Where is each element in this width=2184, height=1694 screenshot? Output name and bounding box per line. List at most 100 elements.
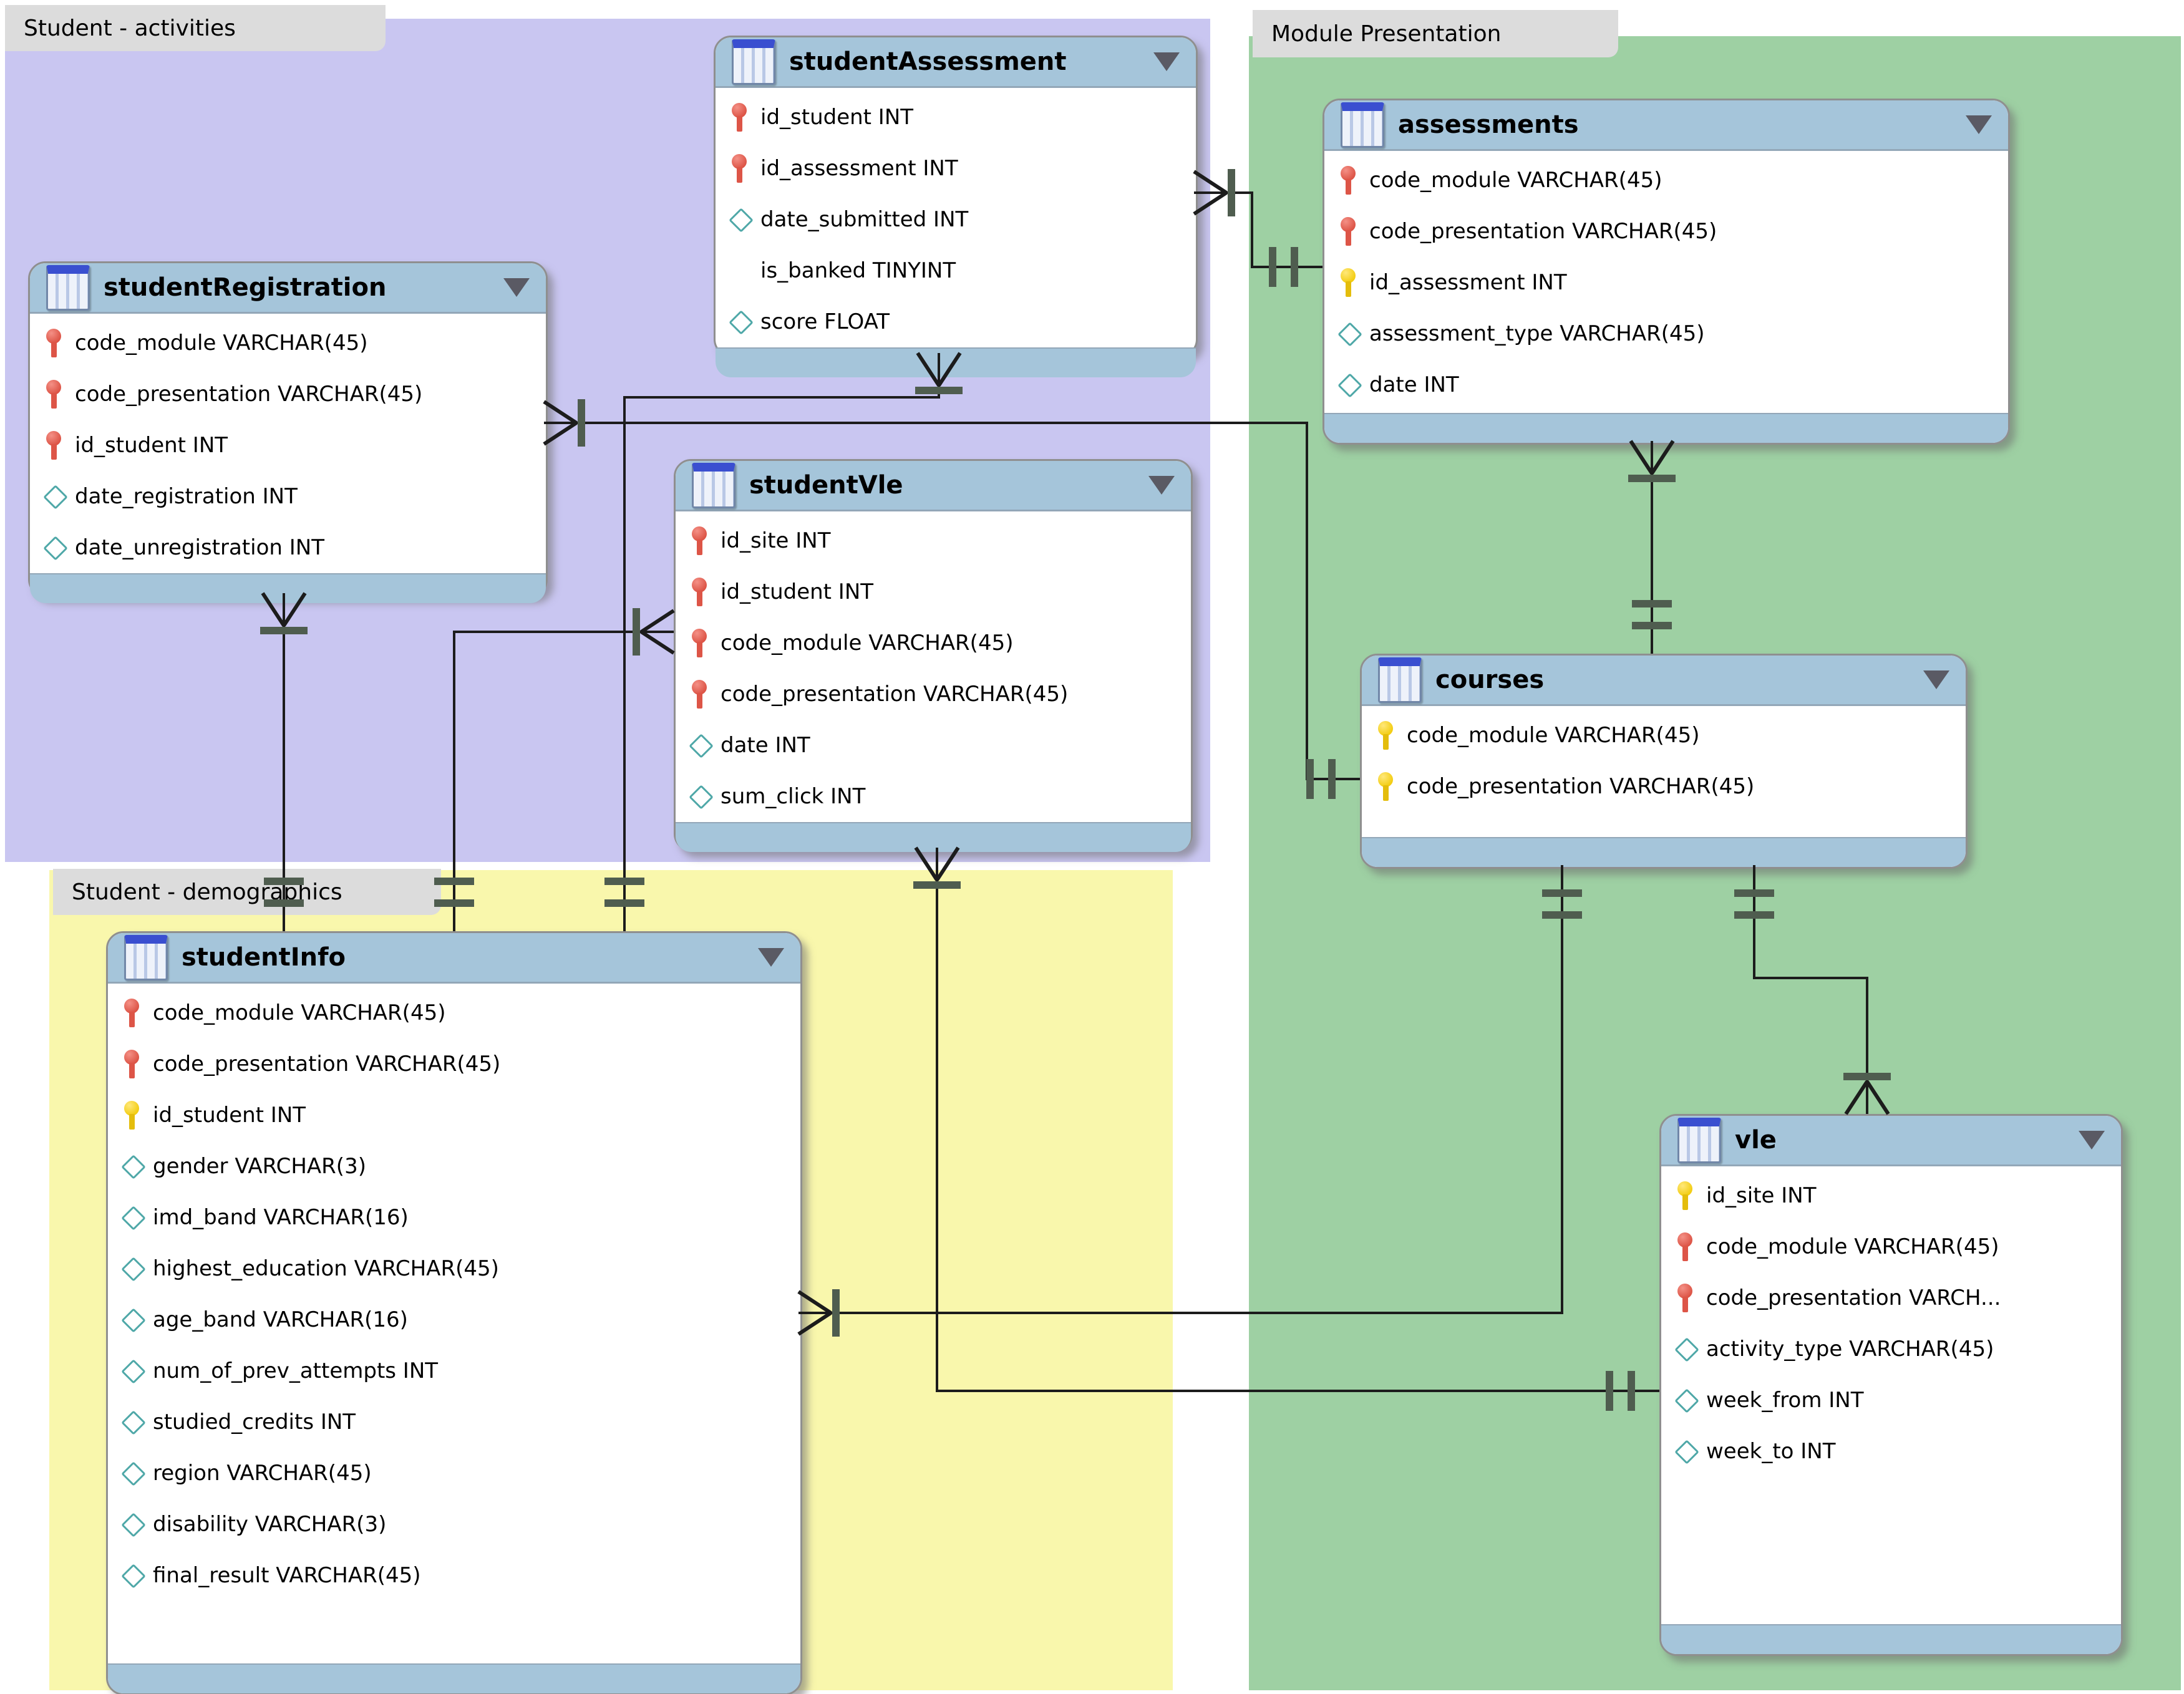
column-row[interactable]: age_band VARCHAR(16) [108, 1294, 800, 1345]
column-row[interactable]: activity_type VARCHAR(45) [1661, 1324, 2121, 1375]
column-row[interactable]: date INT [676, 720, 1191, 771]
table-studentRegistration[interactable]: studentRegistration code_module VARCHAR(4… [28, 261, 548, 603]
column-label: assessment_type VARCHAR(45) [1369, 321, 1705, 346]
column-row[interactable]: code_presentation VARCHAR(45) [1362, 761, 1966, 812]
layer-tab[interactable]: Student - demographics [53, 869, 441, 915]
diamond-icon [1675, 1435, 1696, 1468]
table-studentAssessment[interactable]: studentAssessment id_student INT id_assess… [714, 36, 1198, 377]
column-label: code_presentation VARCHAR(45) [1407, 774, 1755, 799]
collapse-arrow-icon[interactable] [758, 948, 784, 967]
column-row[interactable]: date_unregistration INT [30, 522, 546, 573]
key-red-icon [44, 327, 65, 359]
table-studentInfo[interactable]: studentInfo code_module VARCHAR(45)code_p… [106, 931, 802, 1694]
column-label: imd_band VARCHAR(16) [153, 1205, 409, 1230]
table-header[interactable]: studentInfo [108, 933, 800, 984]
layer-label: Student - demographics [72, 879, 342, 905]
column-label: code_module VARCHAR(45) [1369, 168, 1662, 193]
diamond-filled-icon [729, 254, 750, 287]
collapse-arrow-icon[interactable] [503, 278, 530, 297]
column-row[interactable]: id_student INT [30, 420, 546, 471]
collapse-arrow-icon[interactable] [1148, 476, 1175, 495]
column-row[interactable]: code_module VARCHAR(45) [1324, 155, 2008, 206]
column-row[interactable]: code_presentation VARCHAR(45) [676, 669, 1191, 720]
column-label: week_to INT [1706, 1439, 1836, 1464]
column-label: code_presentation VARCHAR(45) [1369, 219, 1717, 244]
column-row[interactable]: id_student INT [716, 92, 1196, 143]
column-label: id_student INT [760, 105, 914, 130]
column-row[interactable]: code_module VARCHAR(45) [1362, 710, 1966, 761]
table-title: studentInfo [182, 943, 346, 972]
column-row[interactable]: code_module VARCHAR(45) [1661, 1221, 2121, 1272]
column-row[interactable]: id_student INT [108, 1090, 800, 1141]
table-header[interactable]: courses [1362, 656, 1966, 706]
column-row[interactable]: week_from INT [1661, 1375, 2121, 1426]
column-row[interactable]: region VARCHAR(45) [108, 1448, 800, 1499]
table-header[interactable]: vle [1661, 1116, 2121, 1166]
column-label: num_of_prev_attempts INT [153, 1358, 439, 1383]
column-row[interactable]: code_presentation VARCHAR(45) [30, 369, 546, 420]
diamond-icon [122, 1150, 143, 1183]
column-row[interactable]: code_presentation VARCHAR(45) [108, 1038, 800, 1090]
column-label: id_student INT [75, 433, 228, 458]
column-row[interactable]: sum_click INT [676, 771, 1191, 822]
column-row[interactable]: highest_education VARCHAR(45) [108, 1243, 800, 1294]
column-row[interactable]: disability VARCHAR(3) [108, 1499, 800, 1550]
key-red-icon [122, 997, 143, 1029]
table-header[interactable]: studentAssessment [716, 37, 1196, 88]
column-row[interactable]: num_of_prev_attempts INT [108, 1345, 800, 1396]
column-row[interactable]: final_result VARCHAR(45) [108, 1550, 800, 1601]
column-label: score FLOAT [760, 309, 890, 334]
column-row[interactable]: week_to INT [1661, 1426, 2121, 1477]
layer-label: Student - activities [24, 15, 236, 41]
column-row[interactable]: id_assessment INT [1324, 257, 2008, 308]
column-row[interactable]: code_module VARCHAR(45) [108, 987, 800, 1038]
column-row[interactable]: imd_band VARCHAR(16) [108, 1192, 800, 1243]
layer-tab[interactable]: Student - activities [5, 5, 386, 51]
diamond-icon [689, 780, 711, 813]
column-row[interactable]: date INT [1324, 359, 2008, 410]
column-row[interactable]: id_site INT [676, 515, 1191, 566]
layer-tab[interactable]: Module Presentation [1253, 10, 1618, 57]
column-row[interactable]: score FLOAT [716, 296, 1196, 347]
key-red-icon [1675, 1282, 1696, 1314]
column-row[interactable]: gender VARCHAR(3) [108, 1141, 800, 1192]
column-label: id_assessment INT [1369, 270, 1567, 295]
collapse-arrow-icon[interactable] [1153, 52, 1180, 71]
column-row[interactable]: id_student INT [676, 566, 1191, 617]
column-row[interactable]: code_module VARCHAR(45) [676, 617, 1191, 669]
table-title: studentRegistration [104, 273, 387, 302]
column-row[interactable]: date_registration INT [30, 471, 546, 522]
key-red-icon [1338, 164, 1359, 196]
column-row[interactable]: code_presentation VARCH... [1661, 1272, 2121, 1324]
key-red-icon [44, 429, 65, 462]
diamond-icon [44, 480, 65, 513]
table-header[interactable]: studentRegistration [30, 263, 546, 314]
column-row[interactable]: code_presentation VARCHAR(45) [1324, 206, 2008, 257]
diamond-icon [122, 1406, 143, 1438]
column-label: code_presentation VARCHAR(45) [721, 682, 1069, 707]
diamond-icon [122, 1201, 143, 1234]
collapse-arrow-icon[interactable] [1966, 115, 1992, 134]
diamond-icon [1338, 317, 1359, 350]
table-footer [1324, 413, 2008, 443]
column-row[interactable]: code_module VARCHAR(45) [30, 317, 546, 369]
column-row[interactable]: id_assessment INT [716, 143, 1196, 194]
table-assessments[interactable]: assessments code_module VARCHAR(45) code_p… [1323, 99, 2010, 445]
table-icon [732, 39, 775, 85]
table-header[interactable]: assessments [1324, 100, 2008, 151]
column-row[interactable]: assessment_type VARCHAR(45) [1324, 308, 2008, 359]
column-row[interactable]: id_site INT [1661, 1170, 2121, 1221]
table-icon [1341, 102, 1384, 148]
column-row[interactable]: is_banked TINYINT [716, 245, 1196, 296]
diamond-icon [1675, 1384, 1696, 1416]
collapse-arrow-icon[interactable] [2079, 1131, 2105, 1150]
column-row[interactable]: studied_credits INT [108, 1396, 800, 1448]
collapse-arrow-icon[interactable] [1923, 670, 1949, 689]
table-header[interactable]: studentVle [676, 461, 1191, 511]
column-label: sum_click INT [721, 784, 866, 809]
column-row[interactable]: date_submitted INT [716, 194, 1196, 245]
column-list: code_module VARCHAR(45) code_presentation… [1362, 706, 1966, 837]
